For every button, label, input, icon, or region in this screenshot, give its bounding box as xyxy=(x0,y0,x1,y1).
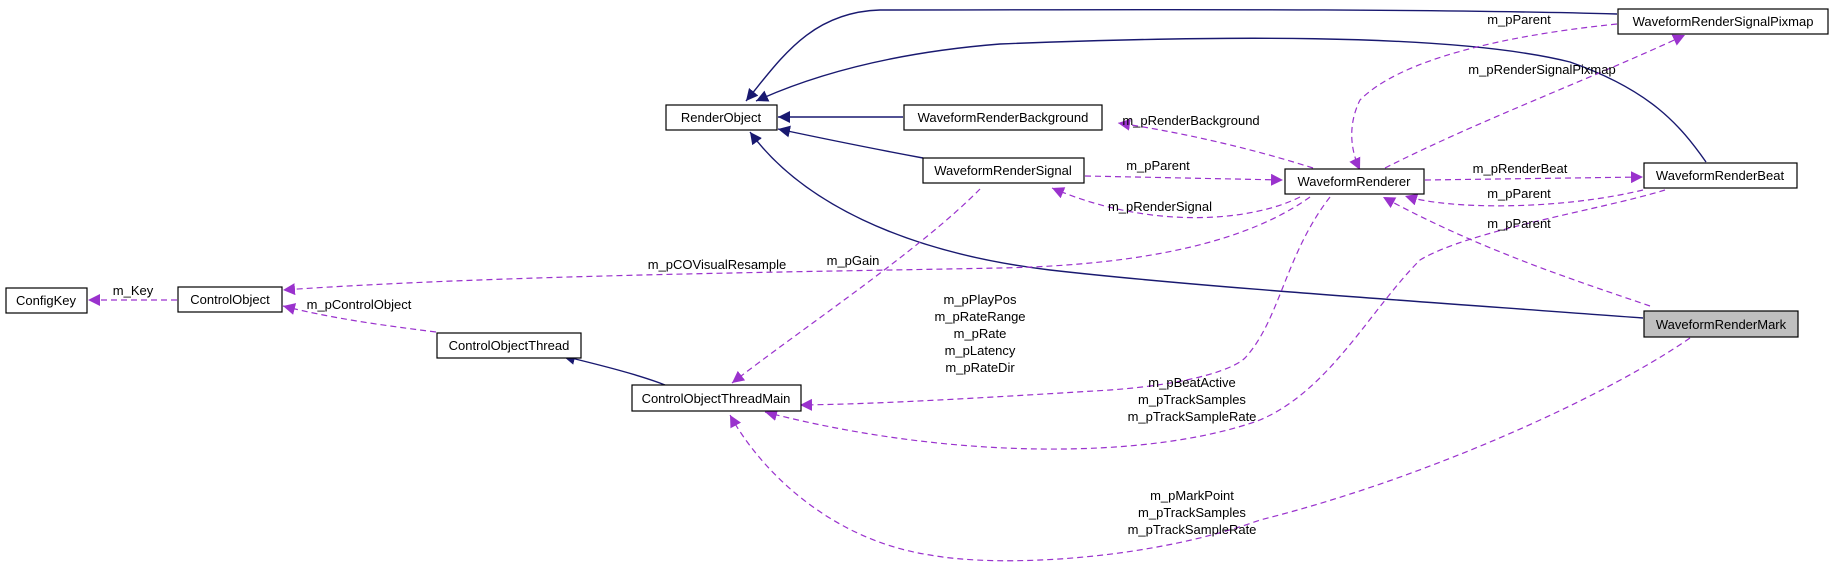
edge-signal-to-renderobject xyxy=(777,125,924,159)
label-render-beat: m_pRenderBeat xyxy=(1473,161,1568,176)
label-mark-to-main-1: m_pTrackSamples xyxy=(1138,505,1246,520)
label-renderer-to-main-3: m_pLatency xyxy=(945,343,1016,358)
node-waveform-render-mark-label: WaveformRenderMark xyxy=(1656,317,1787,332)
node-waveform-render-beat-label: WaveformRenderBeat xyxy=(1656,168,1785,183)
edge-render-signal-pixmap xyxy=(1384,34,1686,169)
label-beat-to-main-2: m_pTrackSampleRate xyxy=(1128,409,1257,424)
label-mark-to-main-0: m_pMarkPoint xyxy=(1150,488,1234,503)
node-render-object-label: RenderObject xyxy=(681,110,762,125)
label-control-object: m_pControlObject xyxy=(307,297,412,312)
node-control-object-thread[interactable]: ControlObjectThread xyxy=(436,332,582,359)
usage-edges xyxy=(88,23,1691,562)
edge-gain xyxy=(731,188,981,384)
label-co-visual-resample: m_pCOVisualResample xyxy=(648,257,787,272)
edge-signal-parent xyxy=(1084,173,1284,186)
nodes: RenderObject WaveformRenderBackground Wa… xyxy=(5,8,1829,412)
edge-renderer-to-main xyxy=(799,196,1331,411)
edge-thread-to-renderobject-thread xyxy=(562,353,666,386)
node-waveform-render-signal[interactable]: WaveformRenderSignal xyxy=(922,157,1085,184)
label-signal-parent: m_pParent xyxy=(1126,158,1190,173)
inheritance-edges xyxy=(562,8,1707,386)
label-mark-to-main-2: m_pTrackSampleRate xyxy=(1128,522,1257,537)
node-control-object-label: ControlObject xyxy=(190,292,270,307)
label-beat-parent: m_pParent xyxy=(1487,186,1551,201)
edge-signalpixmap-to-renderobject xyxy=(745,8,1618,102)
label-beat-to-main-0: m_pBeatActive xyxy=(1148,375,1235,390)
label-renderer-to-main-1: m_pRateRange xyxy=(934,309,1025,324)
label-render-signal: m_pRenderSignal xyxy=(1108,199,1212,214)
edge-beat-to-main xyxy=(764,189,1666,450)
node-waveform-renderer-label: WaveformRenderer xyxy=(1298,174,1412,189)
edge-co-visual-resample xyxy=(282,196,1311,296)
edge-beat-to-renderobject xyxy=(755,37,1707,163)
node-control-object-thread-main-label: ControlObjectThreadMain xyxy=(642,391,791,406)
edge-mark-to-main xyxy=(729,337,1691,562)
node-waveform-render-background-label: WaveformRenderBackground xyxy=(918,110,1089,125)
edge-control-object xyxy=(282,303,437,333)
node-waveform-render-signal-pixmap[interactable]: WaveformRenderSignalPixmap xyxy=(1617,8,1829,35)
label-mark-parent: m_pParent xyxy=(1487,216,1551,231)
edge-mark-parent xyxy=(1382,196,1651,307)
label-pixmap-parent: m_pParent xyxy=(1487,12,1551,27)
edge-render-signal xyxy=(1051,187,1301,219)
label-render-signal-pixmap: m_pRenderSignalPixmap xyxy=(1468,62,1615,77)
label-beat-to-main-1: m_pTrackSamples xyxy=(1138,392,1246,407)
edge-render-background xyxy=(1117,118,1314,169)
node-waveform-render-signal-pixmap-label: WaveformRenderSignalPixmap xyxy=(1633,14,1814,29)
label-renderer-to-main-0: m_pPlayPos xyxy=(944,292,1017,307)
node-render-object[interactable]: RenderObject xyxy=(665,104,778,131)
edge-labels: m_pParent m_pRenderSignalPixmap m_pRende… xyxy=(113,12,1616,537)
node-control-object-thread-label: ControlObjectThread xyxy=(449,338,570,353)
label-render-background: m_pRenderBackground xyxy=(1122,113,1259,128)
node-waveform-renderer[interactable]: WaveformRenderer xyxy=(1284,168,1425,195)
label-m-key: m_Key xyxy=(113,283,154,298)
node-waveform-render-background[interactable]: WaveformRenderBackground xyxy=(903,104,1103,131)
edge-render-beat xyxy=(1424,171,1644,184)
node-control-object-thread-main[interactable]: ControlObjectThreadMain xyxy=(631,384,802,412)
node-config-key[interactable]: ConfigKey xyxy=(5,287,88,314)
label-renderer-to-main-4: m_pRateDir xyxy=(945,360,1015,375)
node-control-object[interactable]: ControlObject xyxy=(177,286,283,313)
edge-mark-to-renderobject xyxy=(749,131,1644,319)
node-config-key-label: ConfigKey xyxy=(16,293,76,308)
label-gain: m_pGain xyxy=(827,253,880,268)
edge-pixmap-parent xyxy=(1349,23,1618,171)
node-waveform-render-signal-label: WaveformRenderSignal xyxy=(934,163,1072,178)
node-waveform-render-beat[interactable]: WaveformRenderBeat xyxy=(1643,162,1798,189)
node-waveform-render-mark[interactable]: WaveformRenderMark xyxy=(1643,310,1799,338)
edge-beat-parent xyxy=(1404,189,1644,207)
label-renderer-to-main-2: m_pRate xyxy=(954,326,1007,341)
